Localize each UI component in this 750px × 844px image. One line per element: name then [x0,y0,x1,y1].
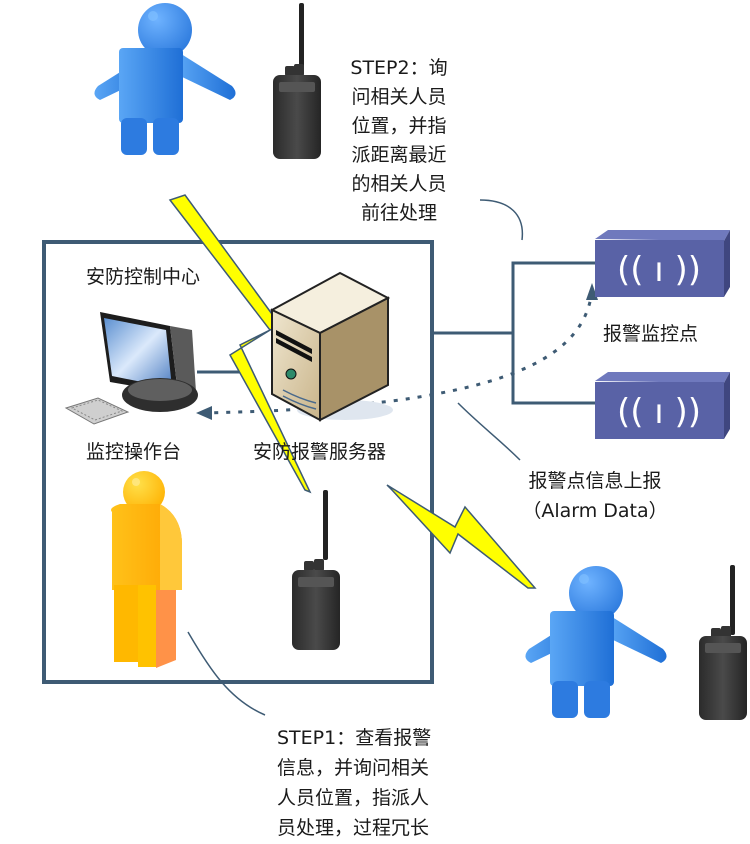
wireless-alarm-icon: (( ı )) [595,372,730,439]
alarm-report-callout-line [457,402,521,461]
step1-note: STEP1：查看报警 信息，并询问相关 人员位置，指派人 员处理，过程冗长 [277,723,477,843]
step2-callout-line [479,199,524,241]
step1-callout-line [187,631,266,716]
svg-text:(( ı )): (( ı )) [617,250,701,290]
alarm-report-label: 报警点信息上报 （Alarm Data） [495,466,695,526]
person-orange-icon [111,471,182,668]
lightning-bolt-icon [386,484,537,589]
server-label: 安防报警服务器 [253,441,387,463]
person-blue-icon [525,566,667,718]
step2-line: 派距离最近 [351,144,447,166]
step1-line: 员处理，过程冗长 [277,817,430,839]
alarm-point-label: 报警监控点 [603,323,699,345]
step2-line: STEP2：询 [350,57,448,79]
step1-line: 信息，并询问相关 [277,757,430,779]
walkie-talkie-icon [292,490,340,650]
workstation-label: 监控操作台 [86,441,182,463]
step1-line: 人员位置，指派人 [277,787,430,809]
wireless-alarm-icon: (( ı )) [595,230,730,297]
alarm-report-line1: 报警点信息上报 [528,470,662,492]
person-blue-icon [94,3,236,155]
step2-line: 问相关人员 [351,86,447,108]
step2-line: 前往处理 [360,202,437,224]
control-center-title: 安防控制中心 [86,266,201,288]
alarm-report-line2: （Alarm Data） [522,500,668,522]
arrowhead-workstation [196,406,212,420]
control-center-frame [42,240,434,684]
lightning-bolt-icon [168,194,312,494]
step2-note: STEP2：询 问相关人员 位置，并指 派距离最近 的相关人员 前往处理 [335,54,463,228]
step1-line: STEP1：查看报警 [277,727,432,749]
svg-text:(( ı )): (( ı )) [617,392,701,432]
computer-monitor-icon [64,312,198,425]
walkie-talkie-icon [699,565,747,720]
walkie-talkie-icon [273,3,321,159]
server-tower-icon [269,271,393,422]
step2-line: 位置，并指 [351,115,447,137]
step2-line: 的相关人员 [351,173,447,195]
